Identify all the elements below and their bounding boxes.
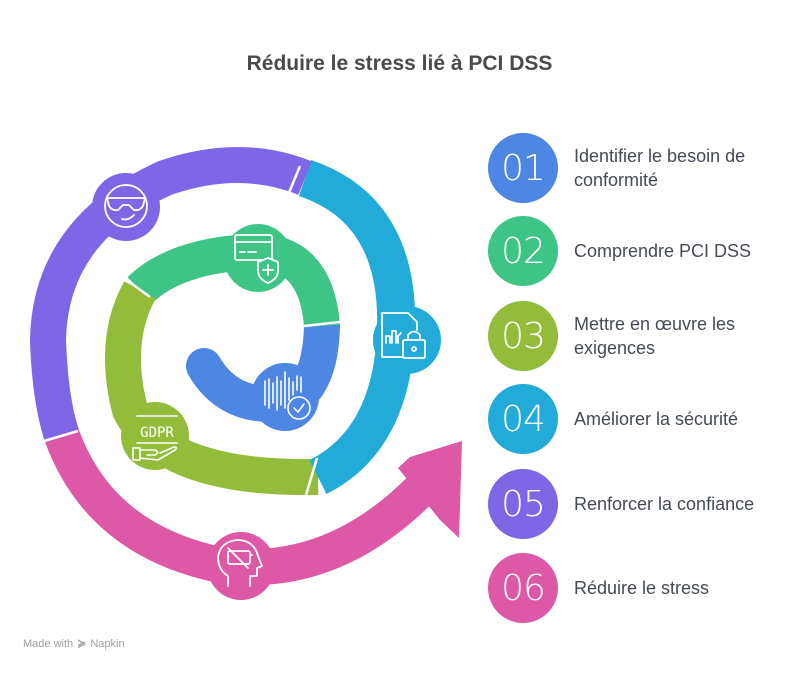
head-no-battery-icon	[217, 539, 263, 587]
step-label: Mettre en œuvre les exigences	[574, 314, 736, 358]
step-label: Comprendre PCI DSS	[574, 241, 752, 261]
step-number-badge: 04	[488, 384, 558, 454]
icon-badge-06	[207, 532, 275, 600]
footer-made-with: Made with	[23, 637, 74, 650]
document-chart-lock-icon	[381, 312, 426, 359]
segment-divider	[43, 429, 79, 443]
step-01: 01 Identifier le besoin de conformité	[488, 133, 784, 203]
icon-badge-05	[92, 173, 160, 241]
step-number-badge: 03	[488, 301, 558, 371]
step-label: Renforcer la confiance	[574, 494, 755, 514]
credit-card-shield-icon	[234, 234, 279, 284]
icon-badge-03	[121, 402, 189, 470]
segment-divider	[303, 320, 341, 328]
step-04: 04 Améliorer la sécurité	[488, 384, 784, 454]
step-number-badge: 01	[488, 133, 558, 203]
step-number-badge: 05	[488, 469, 558, 539]
step-number-badge: 02	[488, 216, 558, 286]
step-label: Réduire le stress	[574, 578, 710, 598]
step-06: 06 Réduire le stress	[488, 553, 784, 623]
step-label: Identifier le besoin de conformité	[574, 146, 746, 190]
spiral-segment-05	[29, 147, 312, 442]
footer-attribution: Made with ≽ Napkin	[23, 637, 125, 651]
segment-divider	[304, 457, 319, 496]
step-label: Améliorer la sécurité	[574, 409, 739, 429]
gdpr-hand-icon: GDPR	[132, 415, 178, 461]
step-05: 05 Renforcer la confiance	[488, 469, 784, 539]
diagram-title: Réduire le stress lié à PCI DSS	[246, 52, 553, 75]
step-number-badge: 06	[488, 553, 558, 623]
segment-divider	[284, 165, 302, 201]
arrow-head	[398, 441, 462, 538]
soundwave-check-icon	[264, 371, 311, 420]
gdpr-text: GDPR	[140, 425, 174, 441]
footer-brand: Napkin	[90, 637, 125, 650]
step-03: 03 Mettre en œuvre les exigences	[488, 301, 784, 371]
cool-face-sunglasses-icon	[104, 184, 148, 228]
segment-divider	[119, 273, 151, 299]
napkin-logo-icon: ≽	[77, 638, 87, 650]
step-02: 02 Comprendre PCI DSS	[488, 216, 784, 286]
